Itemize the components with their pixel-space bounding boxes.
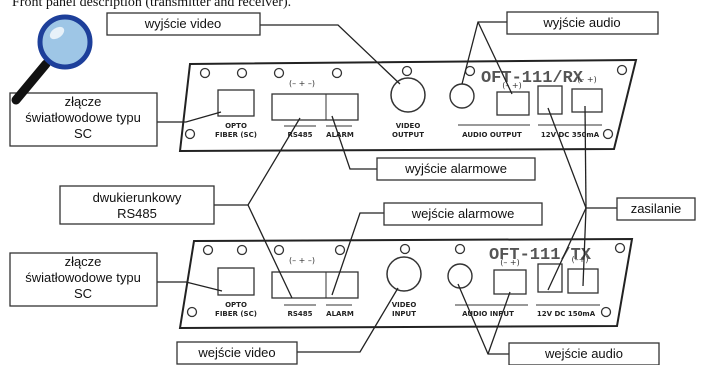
callout-alarm-out: wyjście alarmowe bbox=[376, 157, 536, 181]
callout-audio-out-text: wyjście audio bbox=[542, 15, 620, 30]
mount-hole-icon bbox=[614, 242, 626, 254]
callout-power-text: zasilanie bbox=[631, 201, 682, 216]
tx-rs485-signs: (– + –) bbox=[289, 256, 315, 265]
rx-power-signs: (– +) bbox=[577, 75, 597, 84]
video-input-connector bbox=[386, 256, 422, 292]
callout-audio-in-text: wejście audio bbox=[544, 346, 623, 361]
tx-alarm-label: ALARM bbox=[326, 310, 354, 318]
callout-fiber-top: złącze światłowodowe typu SC bbox=[9, 92, 158, 147]
terminal-block-tx bbox=[271, 271, 359, 299]
callout-audio-in: wejście audio bbox=[508, 342, 660, 366]
callout-rs485: dwukierunkowy RS485 bbox=[59, 185, 215, 225]
panel-rx-model: OFT-111/RX bbox=[481, 69, 584, 88]
audio-jack-tx bbox=[447, 263, 473, 289]
mount-hole-icon bbox=[273, 244, 285, 256]
tx-power-signs: (–+) bbox=[572, 255, 589, 264]
mount-hole-icon bbox=[399, 243, 411, 255]
callout-video-out: wyjście video bbox=[106, 12, 261, 36]
callout-fiber-bottom-line1: złącze bbox=[65, 254, 102, 269]
rx-video-label: VIDEO bbox=[396, 122, 421, 130]
mount-hole-icon bbox=[273, 67, 285, 79]
fiber-connector-tx bbox=[217, 267, 255, 296]
mount-hole-icon bbox=[199, 67, 211, 79]
mount-hole-icon bbox=[186, 306, 198, 318]
callout-fiber-bottom: złącze światłowodowe typu SC bbox=[9, 252, 158, 307]
callout-fiber-top-line1: złącze bbox=[65, 94, 102, 109]
audio-terminal-rx bbox=[496, 91, 530, 116]
callout-fiber-top-line3: SC bbox=[74, 126, 92, 141]
rx-audio-signs: (– +) bbox=[502, 81, 522, 90]
magnifier-icon bbox=[11, 14, 93, 105]
rx-power-label: 12V DC 350mA bbox=[541, 131, 600, 139]
rx-fiber-label: FIBER (SC) bbox=[215, 131, 257, 139]
callout-fiber-top-line2: światłowodowe typu bbox=[25, 110, 141, 125]
mount-hole-icon bbox=[602, 128, 614, 140]
mount-hole-icon bbox=[334, 244, 346, 256]
callout-rs485-line1: dwukierunkowy bbox=[93, 190, 182, 205]
callout-video-in-text: wejście video bbox=[197, 345, 275, 360]
rx-rs485-label: RS485 bbox=[287, 131, 312, 139]
callout-video-in: wejście video bbox=[176, 341, 298, 365]
tx-audio-signs: (– +) bbox=[500, 258, 520, 267]
callout-fiber-bottom-line2: światłowodowe typu bbox=[25, 270, 141, 285]
tx-rs485-label: RS485 bbox=[287, 310, 312, 318]
callout-power: zasilanie bbox=[616, 197, 696, 221]
callout-fiber-bottom-line3: SC bbox=[74, 286, 92, 301]
mount-hole-icon bbox=[401, 65, 413, 77]
mount-hole-icon bbox=[236, 67, 248, 79]
power-terminal-rx bbox=[571, 88, 603, 113]
rx-audio-label: AUDIO OUTPUT bbox=[462, 131, 522, 139]
callout-alarm-out-text: wyjście alarmowe bbox=[404, 161, 507, 176]
power-jack-rx bbox=[537, 85, 563, 115]
rx-rs485-signs: (– + –) bbox=[289, 79, 315, 88]
tx-power-label: 12V DC 150mA bbox=[537, 310, 596, 318]
mount-hole-icon bbox=[616, 64, 628, 76]
tx-opto-label: OPTO bbox=[225, 301, 247, 309]
rx-opto-label: OPTO bbox=[225, 122, 247, 130]
mount-hole-icon bbox=[600, 306, 612, 318]
audio-terminal-tx bbox=[493, 269, 527, 295]
audio-jack-rx bbox=[449, 83, 475, 109]
video-output-connector bbox=[390, 77, 426, 113]
callout-alarm-in-text: wejście alarmowe bbox=[411, 206, 515, 221]
tx-video-sub-label: INPUT bbox=[392, 310, 416, 318]
mount-hole-icon bbox=[331, 67, 343, 79]
terminal-block-rx bbox=[271, 93, 359, 121]
mount-hole-icon bbox=[236, 244, 248, 256]
panel-tx: OFT-111/TX OPTO FIBER (SC) (– + –) RS485… bbox=[178, 237, 634, 330]
callout-rs485-line2: RS485 bbox=[117, 206, 157, 221]
rx-alarm-label: ALARM bbox=[326, 131, 354, 139]
mount-hole-icon bbox=[454, 243, 466, 255]
panel-rx: OFT-111/RX OPTO FIBER (SC) (– + –) RS485… bbox=[178, 58, 638, 153]
callout-video-out-text: wyjście video bbox=[144, 16, 222, 31]
leader-lines bbox=[157, 21, 617, 355]
callout-audio-out: wyjście audio bbox=[506, 11, 659, 35]
tx-video-label: VIDEO bbox=[392, 301, 417, 309]
callout-alarm-in: wejście alarmowe bbox=[383, 202, 543, 226]
header-text: Front panel description (transmitter and… bbox=[12, 0, 291, 10]
fiber-connector-rx bbox=[217, 89, 255, 117]
rx-video-sub-label: OUTPUT bbox=[392, 131, 424, 139]
tx-audio-label: AUDIO INPUT bbox=[462, 310, 514, 318]
mount-hole-icon bbox=[202, 244, 214, 256]
mount-hole-icon bbox=[184, 128, 196, 140]
tx-fiber-label: FIBER (SC) bbox=[215, 310, 257, 318]
